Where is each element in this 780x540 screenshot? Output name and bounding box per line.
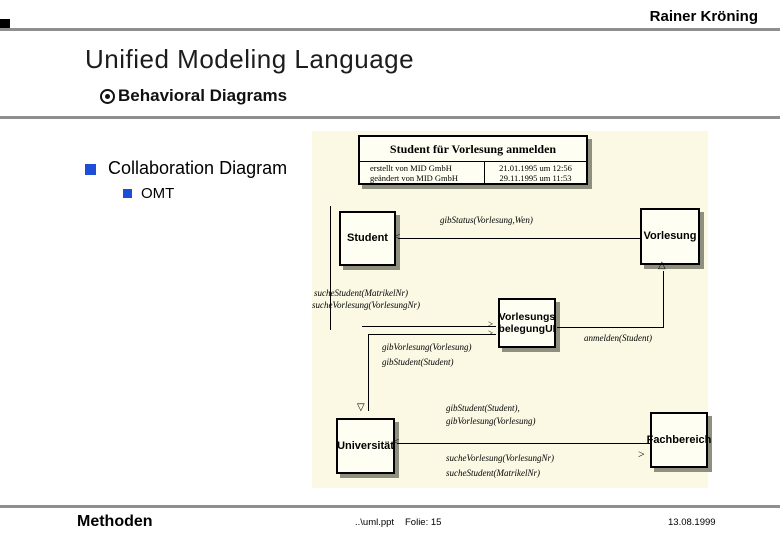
- fachbereich-label: Fachbereich: [646, 433, 712, 446]
- circled-dot-bullet-icon: [100, 88, 115, 104]
- subtitle-row: Behavioral Diagrams: [100, 86, 287, 106]
- footer-rule: [0, 505, 780, 508]
- msg-gib-vorlesung-bottom: gibVorlesung(Vorlesung): [446, 416, 536, 426]
- arrowhead-right-icon: >: [638, 447, 645, 461]
- universitaet-label: Universität: [337, 439, 394, 452]
- square-bullet-icon: [85, 164, 96, 175]
- arrowhead-right-icon: >: [488, 328, 494, 338]
- object-box-student: Student: [339, 211, 396, 266]
- msg-suche-vorlesung-bottom: sucheVorlesung(VorlesungNr): [446, 453, 554, 463]
- object-box-vorlesung: Vorlesung: [640, 208, 700, 265]
- msg-gib-vorlesung-mid: gibVorlesung(Vorlesung): [382, 342, 472, 352]
- arrowhead-left-icon: <: [394, 231, 401, 243]
- slide-title: Unified Modeling Language: [85, 44, 415, 74]
- bullet-level2: OMT: [123, 185, 174, 202]
- connector-universitaet-fachbereich: [397, 443, 650, 444]
- object-box-universitaet: Universität: [336, 418, 395, 474]
- triangle-up-icon: △: [658, 260, 666, 271]
- triangle-down-icon: ▽: [357, 402, 365, 413]
- footer-section: Methoden: [77, 513, 153, 530]
- changed-at: 29.11.1995 um 11:53: [499, 173, 572, 183]
- arrowhead-right-icon: >: [488, 319, 494, 329]
- diagram-meta-right: 21.01.1995 um 12:56 29.11.1995 um 11:53: [485, 162, 586, 184]
- arrowhead-left-icon: <: [393, 436, 400, 448]
- connector-ui-vorlesung-horizontal: [557, 327, 664, 328]
- bullet1-text: Collaboration Diagram: [108, 158, 288, 178]
- ui-label-line2: belegungUI: [498, 323, 556, 335]
- created-at: 21.01.1995 um 12:56: [499, 163, 572, 173]
- connector-universitaet-ui-vertical: [368, 334, 369, 411]
- frame-edge-line: [330, 206, 331, 330]
- student-label: Student: [347, 232, 388, 245]
- collaboration-diagram-panel: Student für Vorlesung anmelden erstellt …: [312, 131, 711, 488]
- created-by: erstellt von MID GmbH: [370, 163, 452, 173]
- footer-file-path: ..\uml.ppt: [355, 517, 395, 528]
- top-rule: [0, 28, 780, 31]
- subtitle-text: Behavioral Diagrams: [118, 86, 288, 105]
- msg-suche-vorlesung: sucheVorlesung(VorlesungNr): [312, 300, 420, 310]
- changed-by: geändert von MID GmbH: [370, 173, 459, 183]
- connector-student-ui: [362, 326, 496, 327]
- msg-gib-student-mid: gibStudent(Student): [382, 357, 454, 367]
- object-box-vorlesungsbelegung-ui: Vorlesungs belegungUI: [498, 298, 556, 348]
- subtitle-rule: [0, 116, 780, 119]
- msg-anmelden: anmelden(Student): [584, 333, 652, 343]
- connector-universitaet-ui-horizontal: [368, 334, 496, 335]
- footer-page-number: Folie: 15: [405, 517, 442, 528]
- msg-suche-student-bottom: sucheStudent(MatrikelNr): [446, 468, 540, 478]
- bullet2-text: OMT: [141, 185, 175, 202]
- ui-label-line1: Vorlesungs: [498, 310, 556, 323]
- connector-student-vorlesung: [398, 238, 640, 239]
- diagram-title-box: Student für Vorlesung anmelden erstellt …: [358, 135, 588, 185]
- msg-gib-status: gibStatus(Vorlesung,Wen): [440, 215, 533, 225]
- diagram-meta-left: erstellt von MID GmbH geändert von MID G…: [360, 162, 485, 184]
- msg-suche-student: sucheStudent(MatrikelNr): [314, 288, 408, 298]
- msg-gib-student-bottom: gibStudent(Student),: [446, 403, 520, 413]
- object-box-fachbereich: Fachbereich: [647, 412, 711, 468]
- bullet-level1: Collaboration Diagram: [85, 158, 287, 179]
- slide-author: Rainer Kröning: [649, 8, 758, 25]
- corner-mark: [0, 19, 10, 28]
- diagram-title-text: Student für Vorlesung anmelden: [360, 137, 586, 162]
- footer-date: 13.08.1999: [668, 517, 716, 528]
- connector-ui-vorlesung-vertical: [663, 271, 664, 327]
- square-bullet-icon: [123, 189, 132, 198]
- vorlesung-label: Vorlesung: [643, 230, 697, 243]
